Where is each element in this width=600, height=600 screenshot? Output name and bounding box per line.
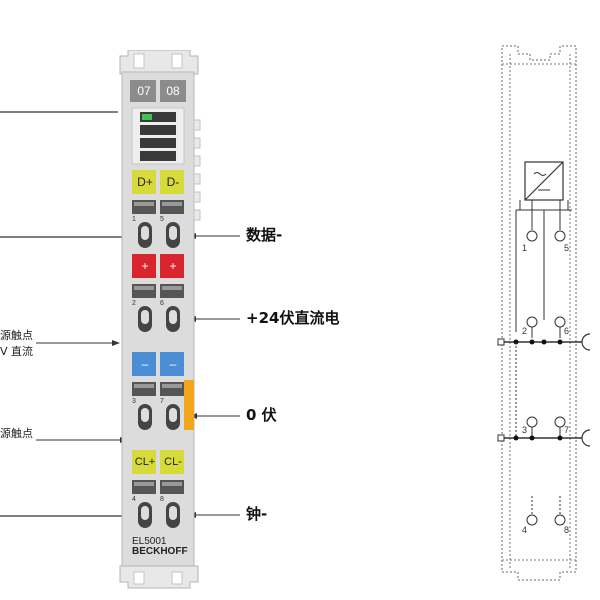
label-24v-dc: +24伏直流电 bbox=[246, 309, 340, 327]
channel-number-08: 08 bbox=[166, 84, 180, 98]
tag-bg-red-1 bbox=[132, 254, 156, 278]
tag-d-minus: D- bbox=[166, 175, 180, 189]
tag-cl-plus: CL+ bbox=[134, 456, 156, 468]
schematic-terminal-6: 6 bbox=[564, 326, 570, 336]
terminal-module bbox=[119, 50, 201, 589]
label-0v: 0 伏 bbox=[246, 406, 277, 424]
tag-bg-yellow-1 bbox=[132, 170, 156, 194]
label-data-minus: 数据- bbox=[246, 226, 283, 244]
schematic-terminal-5: 5 bbox=[564, 243, 570, 253]
tag-cl-minus: CL- bbox=[164, 456, 182, 468]
schematic-terminal-2: 2 bbox=[522, 326, 528, 336]
tag-plus-1: + bbox=[141, 259, 149, 273]
schematic-terminal-7: 7 bbox=[564, 425, 570, 435]
tag-bg-blue-1 bbox=[132, 352, 156, 376]
channel-number-07: 07 bbox=[137, 84, 151, 98]
tag-minus-2: – bbox=[169, 357, 177, 371]
tag-bg-red-2 bbox=[160, 254, 184, 278]
tag-d-plus: D+ bbox=[137, 175, 153, 189]
tag-bg-yellow-3 bbox=[132, 450, 156, 474]
brand-logo: BECKHOFF bbox=[132, 546, 188, 557]
arrowhead-left-3 bbox=[112, 340, 120, 346]
tag-bg-blue-2 bbox=[160, 352, 184, 376]
model-number: EL5001 bbox=[132, 536, 167, 547]
tag-bg-yellow-4 bbox=[160, 450, 184, 474]
schematic-terminal-4: 4 bbox=[522, 525, 528, 535]
label-left-source-contact-1: 源触点 bbox=[0, 329, 33, 342]
tag-minus-1: – bbox=[141, 357, 149, 371]
label-left-vdc: V 直流 bbox=[0, 345, 34, 358]
schematic-terminal-1: 1 bbox=[522, 243, 528, 253]
schematic-terminal-3: 3 bbox=[522, 425, 528, 435]
label-clock-minus: 钟- bbox=[246, 505, 268, 523]
label-left-source-contact-2: 源触点 bbox=[0, 427, 33, 440]
tag-plus-2: + bbox=[169, 259, 177, 273]
orange-side-contact bbox=[184, 380, 194, 430]
spring-terminals bbox=[132, 200, 184, 528]
schematic-terminal-8: 8 bbox=[564, 525, 570, 535]
tag-bg-yellow-2 bbox=[160, 170, 184, 194]
schematic-diagram bbox=[497, 45, 591, 581]
